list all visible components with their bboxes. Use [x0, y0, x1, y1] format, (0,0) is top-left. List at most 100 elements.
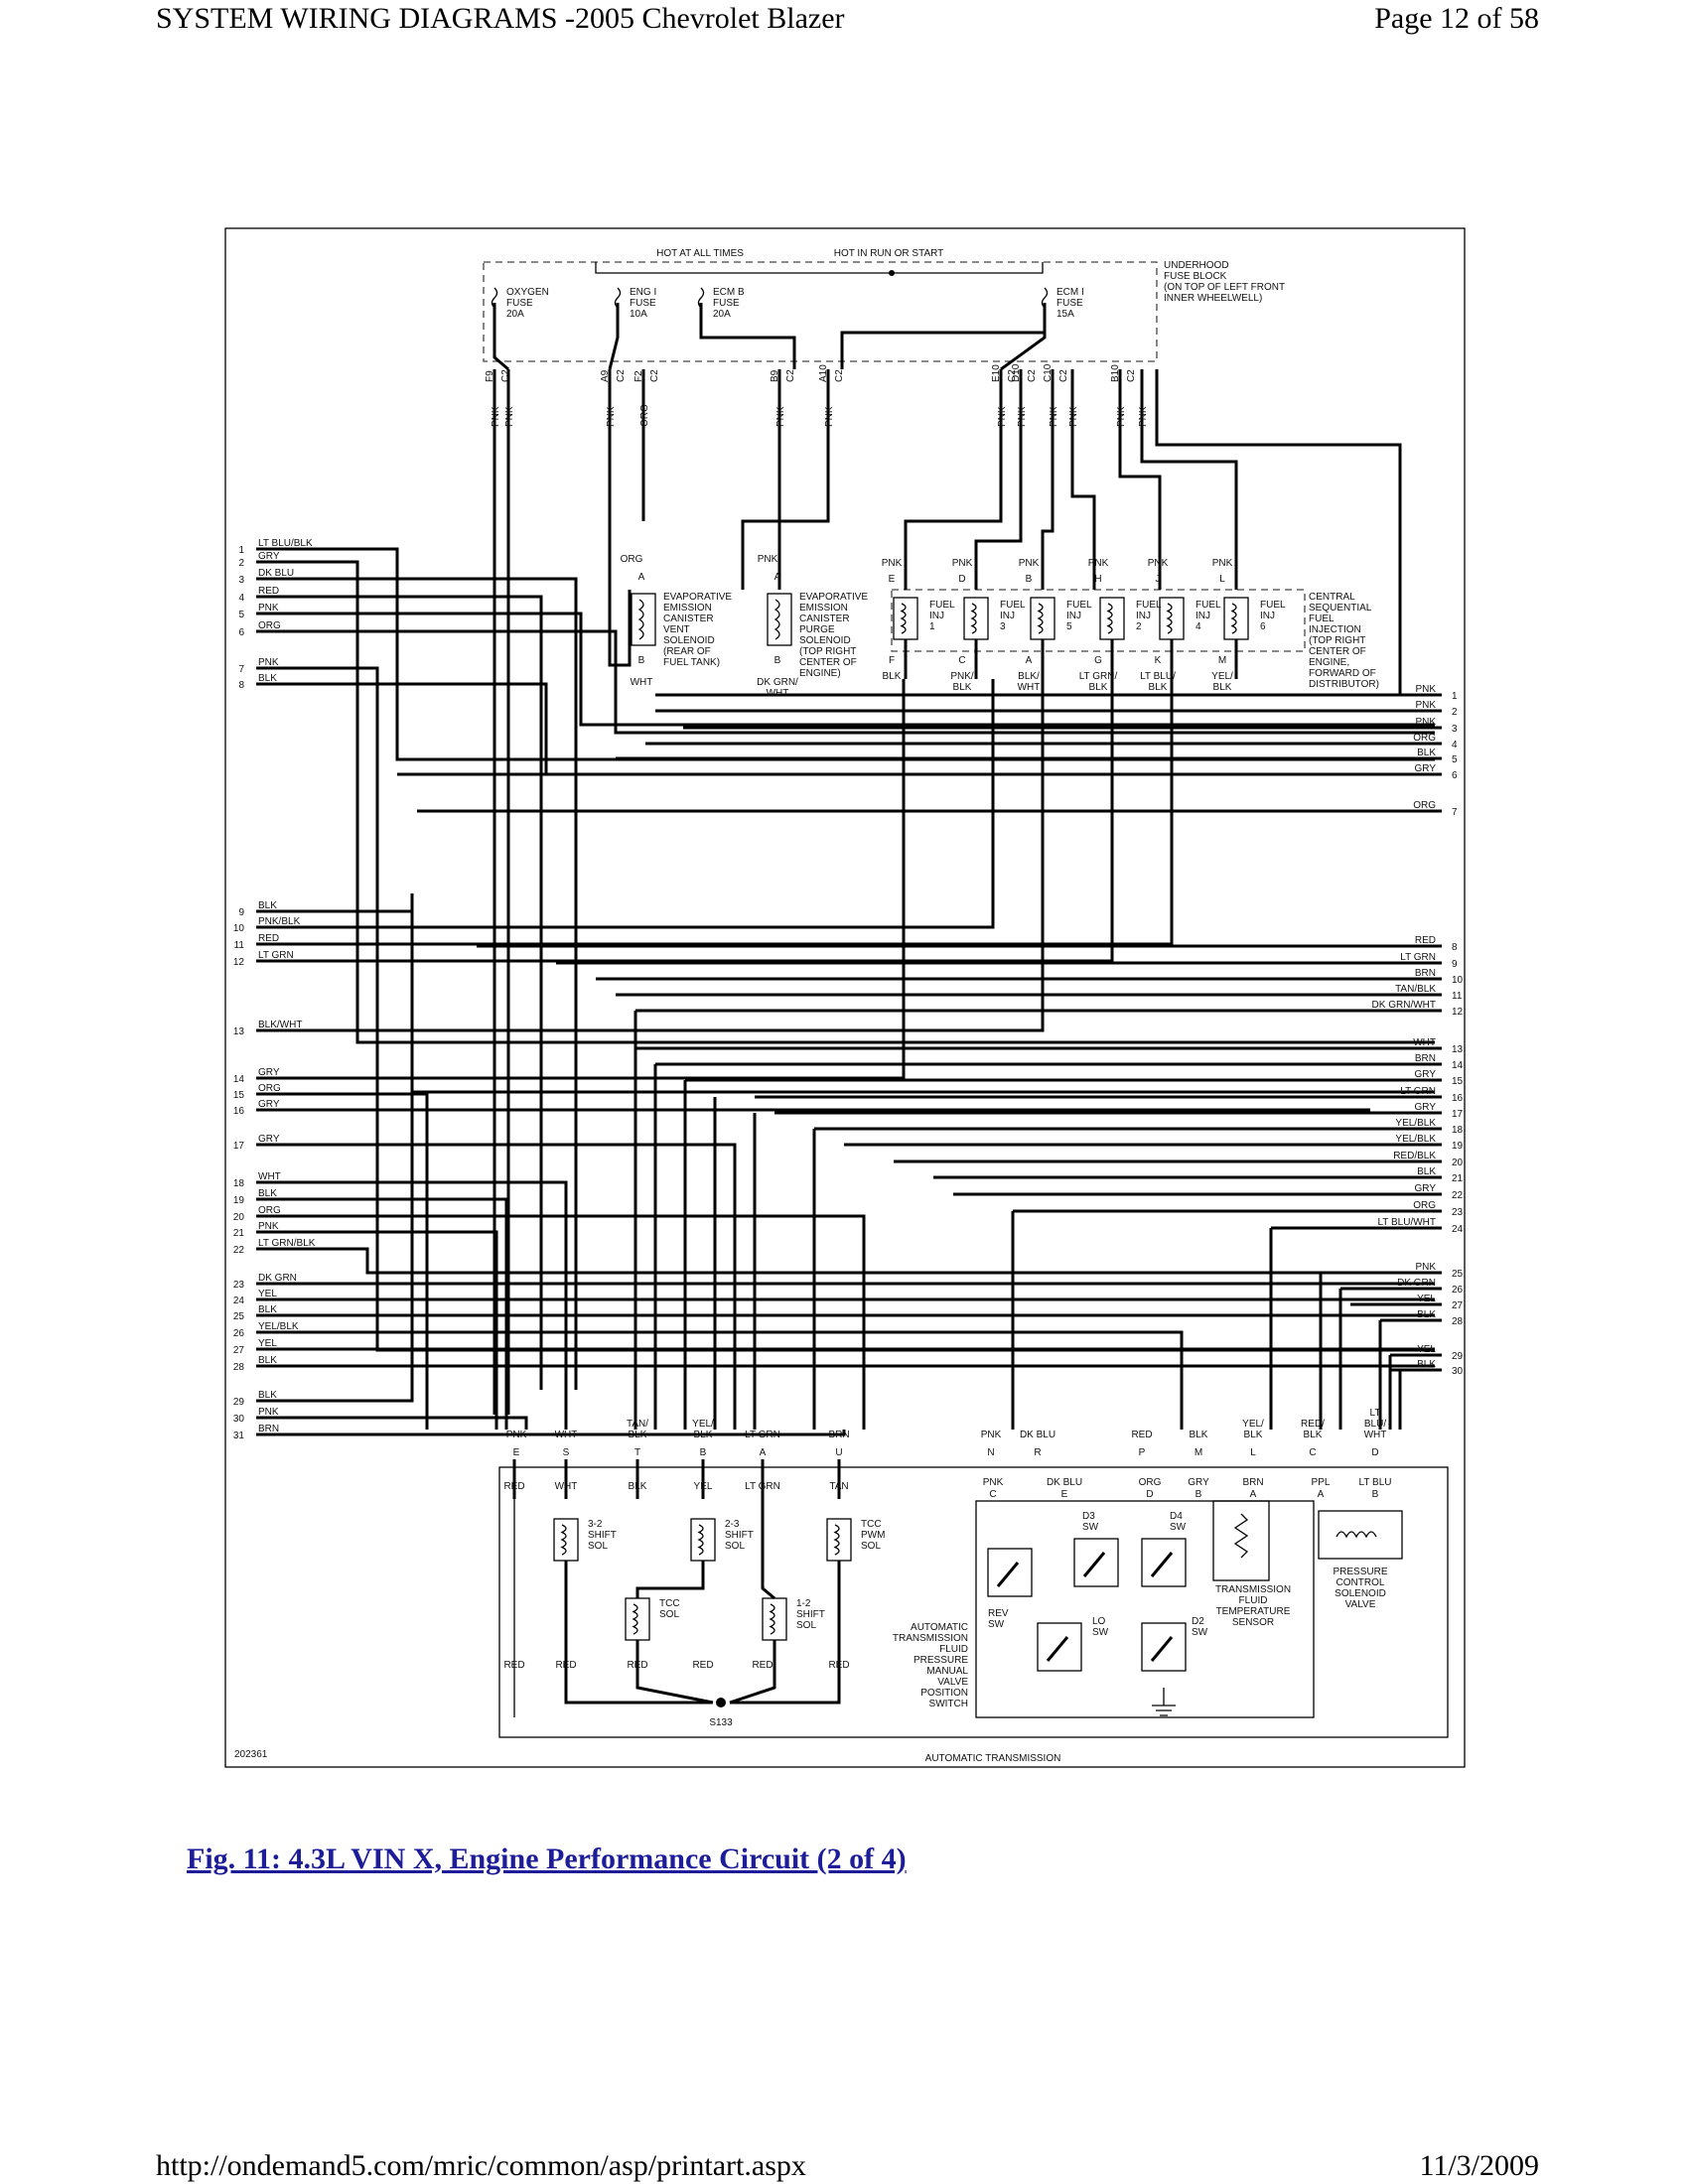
left-pin-3: 3 [238, 575, 244, 586]
switch-pin-1-pin: E [1061, 1489, 1068, 1500]
trans-conn-4-pin: A [760, 1447, 767, 1458]
footer-url[interactable]: http://ondemand5.com/mric/common/asp/pri… [156, 2149, 806, 2182]
right-color-8: RED [1415, 935, 1436, 946]
right-pin-1: 1 [1452, 691, 1458, 702]
inj-3-coil [1106, 603, 1113, 634]
sol-32-line-2: SOL [588, 1541, 608, 1552]
left-run-14 [256, 679, 906, 1080]
inj-5-bot-pin: M [1218, 655, 1226, 666]
fuse-2-line-2: 20A [713, 309, 731, 320]
left-run-3 [256, 577, 578, 1390]
inj-0-bot-wire-line-0: BLK [883, 671, 902, 682]
inj-2-top-pin: B [1026, 574, 1033, 585]
sol-23-link [635, 1561, 705, 1598]
inj-4-top-pin: J [1156, 574, 1161, 585]
switch-pin-5-pin: A [1318, 1489, 1325, 1500]
sol-12-coil [769, 1603, 775, 1635]
inj-2-name-line-0: FUEL [1066, 600, 1092, 611]
trans-bottom-wire-4: RED [752, 1660, 773, 1671]
inj-4-bot-wire-line-1: BLK [1149, 682, 1168, 693]
wire-c10 [1041, 369, 1055, 590]
right-pin-2: 2 [1452, 707, 1458, 718]
trans-conn-9-wire-0: BLK [1190, 1430, 1208, 1440]
evap-vent-solenoid-line-2: CANISTER [663, 614, 714, 624]
left-pin-31: 31 [233, 1431, 245, 1441]
left-pin-15: 15 [233, 1090, 245, 1101]
wire-d10 [974, 369, 1023, 590]
left-pin-8: 8 [238, 680, 244, 691]
inj-2-body [1030, 597, 1055, 640]
right-pin-20: 20 [1452, 1158, 1464, 1168]
right-pin-5: 5 [1452, 754, 1458, 765]
evap-vent-solenoid-line-4: SOLENOID [663, 635, 715, 646]
left-pin-25: 25 [233, 1311, 245, 1322]
right-color-28: BLK [1417, 1309, 1436, 1320]
pc-solenoid-box [1318, 1510, 1403, 1560]
trans-conn-8-wire-0: RED [1131, 1430, 1152, 1440]
wire-b10 [1118, 369, 1162, 590]
fuse-0-line-0: OXYGEN [506, 287, 549, 298]
trans-conn-0-pin: E [513, 1447, 520, 1458]
conn-wire-5: PNK [824, 406, 835, 427]
trans-inner-wire-0: RED [503, 1481, 524, 1492]
left-color-3: DK BLU [258, 568, 294, 579]
conn-wire-8: PNK [1049, 406, 1059, 427]
manual-valve-label-line-4: MANUAL [926, 1666, 968, 1677]
conn-id-4: C2 [785, 369, 796, 382]
inj-0-name-line-2: 1 [929, 621, 935, 632]
sol-12-line-0: 1-2 [796, 1598, 811, 1609]
switch-pin-5-wire: PPL [1312, 1477, 1331, 1488]
figure-caption[interactable]: Fig. 11: 4.3L VIN X, Engine Performance … [187, 1843, 907, 1875]
left-run-17 [256, 1143, 737, 1430]
inj-3-name-line-2: 2 [1136, 621, 1142, 632]
manual-valve-label-line-6: POSITION [920, 1688, 968, 1699]
conn-pin-5: A10 [818, 364, 829, 382]
sol-tccpwm-coil [833, 1524, 840, 1556]
left-pin-28: 28 [233, 1362, 245, 1373]
left-run-26 [256, 1330, 1184, 1430]
inj-3-bot-wire-line-1: BLK [1089, 682, 1108, 693]
left-run-29 [256, 893, 414, 1403]
evap-purge-solenoid-in-pin: A [774, 572, 781, 583]
right-pin-25: 25 [1452, 1269, 1464, 1280]
right-color-19: YEL/BLK [1395, 1134, 1436, 1145]
evap-purge-solenoid-line-2: CANISTER [799, 614, 850, 624]
conn-id-0: C2 [500, 369, 511, 382]
evap-purge-solenoid-line-5: (TOP RIGHT [799, 646, 856, 657]
left-color-21: PNK [258, 1221, 279, 1232]
left-color-8: BLK [258, 673, 277, 684]
right-color-17: GRY [1415, 1102, 1437, 1113]
trans-bottom-wire-3: RED [692, 1660, 713, 1671]
sw-d4-label-line-1: SW [1170, 1522, 1187, 1533]
trans-conn-2-wire-0: TAN/ [627, 1419, 648, 1430]
trans-conn-2-pin: T [634, 1447, 640, 1458]
switch-pin-3-wire: GRY [1188, 1477, 1209, 1488]
trans-conn-3-pin: B [700, 1447, 707, 1458]
right-pin-30: 30 [1452, 1366, 1464, 1377]
left-run-11 [256, 679, 1174, 946]
sol-tcc-coil [632, 1603, 638, 1635]
sol-tccpwm-line-2: SOL [861, 1541, 881, 1552]
trans-conn-7-wire-0: DK BLU [1020, 1430, 1055, 1440]
sw-d3-blade [1082, 1552, 1106, 1577]
inj-3-bot-pin: G [1094, 655, 1102, 666]
sw-rev-blade [996, 1562, 1020, 1587]
left-color-6: ORG [258, 620, 281, 631]
trans-conn-12-wire-2: WHT [1364, 1430, 1387, 1440]
right-color-10: BRN [1415, 968, 1436, 979]
right-color-16: LT GRN [1400, 1086, 1436, 1097]
trans-bottom-wire-0: RED [503, 1660, 524, 1671]
left-color-13: BLK/WHT [258, 1020, 302, 1030]
left-pin-23: 23 [233, 1280, 245, 1291]
switch-pin-4-wire: BRN [1242, 1477, 1263, 1488]
right-pin-28: 28 [1452, 1316, 1464, 1327]
sol-tcc-line-1: SOL [659, 1609, 679, 1620]
fuse-0-element [491, 287, 498, 309]
left-color-15: ORG [258, 1083, 281, 1094]
left-color-12: LT GRN [258, 950, 294, 961]
inj-3-top-pin: H [1094, 574, 1101, 585]
switch-pin-6-pin: B [1372, 1489, 1379, 1500]
wire-c10b [1070, 369, 1096, 590]
fuse-block-label-line-0: UNDERHOOD [1164, 260, 1229, 271]
evap-purge-solenoid-line-0: EVAPORATIVE [799, 592, 868, 603]
